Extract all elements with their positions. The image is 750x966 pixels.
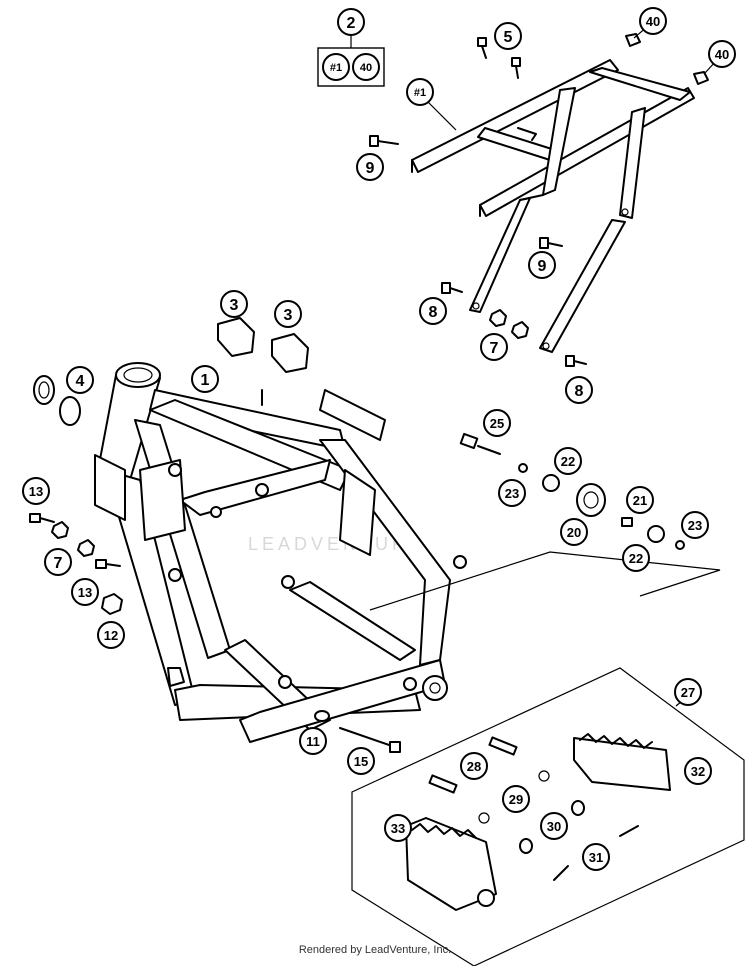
svg-text:21: 21 — [633, 493, 647, 508]
svg-text:13: 13 — [29, 484, 43, 499]
svg-text:33: 33 — [391, 821, 405, 836]
svg-text:7: 7 — [490, 340, 499, 357]
svg-text:15: 15 — [354, 754, 368, 769]
svg-text:13: 13 — [78, 585, 92, 600]
footpeg-kit — [351, 667, 745, 966]
svg-text:8: 8 — [429, 304, 438, 321]
callout-20: 20 — [560, 518, 588, 546]
callout-23b: 23 — [681, 511, 709, 539]
svg-text:4: 4 — [76, 373, 85, 390]
callout-27: 27 — [674, 678, 702, 706]
subframe — [411, 59, 695, 353]
svg-text:1: 1 — [201, 372, 210, 389]
callout-40a: 40 — [639, 7, 667, 35]
svg-text:29: 29 — [509, 792, 523, 807]
svg-text:3: 3 — [284, 307, 293, 324]
callout-8b: 8 — [565, 376, 593, 404]
callout-21: 21 — [626, 486, 654, 514]
svg-text:32: 32 — [691, 764, 705, 779]
shock-mount-group — [369, 432, 721, 611]
subframe-bolts — [369, 33, 709, 367]
callout-7a: 7 — [480, 333, 508, 361]
subframe-tag: #1 — [406, 78, 457, 131]
callout-30: 30 — [540, 812, 568, 840]
callout-9b: 9 — [528, 251, 556, 279]
svg-text:9: 9 — [366, 160, 375, 177]
svg-text:23: 23 — [688, 518, 702, 533]
kit-box: #1 40 — [317, 34, 385, 87]
callout-13b: 13 — [71, 578, 99, 606]
callout-22b: 22 — [622, 544, 650, 572]
svg-text:3: 3 — [230, 297, 239, 314]
svg-text:22: 22 — [561, 454, 575, 469]
svg-text:25: 25 — [490, 416, 504, 431]
callout-33: 33 — [384, 814, 412, 842]
callout-40b: 40 — [708, 40, 736, 68]
callout-11: 11 — [299, 727, 327, 755]
watermark-text: LEADVENTURE — [248, 534, 425, 554]
svg-text:7: 7 — [54, 555, 63, 572]
callout-markers: 2 5 40 40 9 9 8 8 7 3 3 1 4 13 7 13 12 1… — [22, 7, 736, 871]
callout-9a: 9 — [356, 153, 384, 181]
callout-29: 29 — [502, 785, 530, 813]
callout-31: 31 — [582, 843, 610, 871]
callout-2: 2 — [337, 8, 365, 36]
svg-text:27: 27 — [681, 685, 695, 700]
callout-13a: 13 — [22, 477, 50, 505]
head-bearings — [33, 375, 81, 426]
callout-4: 4 — [66, 366, 94, 394]
callout-22a: 22 — [554, 447, 582, 475]
callout-1: 1 — [191, 365, 219, 393]
callout-28: 28 — [460, 752, 488, 780]
callout-3a: 3 — [220, 290, 248, 318]
svg-text:20: 20 — [567, 525, 581, 540]
callout-12: 12 — [97, 621, 125, 649]
svg-text:40: 40 — [646, 14, 660, 29]
svg-text:22: 22 — [629, 551, 643, 566]
callout-25: 25 — [483, 409, 511, 437]
svg-text:30: 30 — [547, 819, 561, 834]
footer-credit: Rendered by LeadVenture, Inc. — [298, 944, 452, 956]
svg-text:11: 11 — [306, 734, 320, 749]
svg-text:5: 5 — [504, 29, 513, 46]
svg-text:23: 23 — [505, 486, 519, 501]
main-frame — [94, 362, 467, 743]
bottom-bolt — [314, 710, 401, 753]
callout-23a: 23 — [498, 479, 526, 507]
callout-3b: 3 — [274, 300, 302, 328]
frame-guards — [217, 317, 309, 373]
kit-box-right-label: 40 — [360, 62, 372, 74]
svg-text:8: 8 — [575, 383, 584, 400]
svg-text:9: 9 — [538, 258, 547, 275]
callout-8a: 8 — [419, 297, 447, 325]
svg-text:2: 2 — [347, 15, 356, 32]
svg-text:40: 40 — [715, 47, 729, 62]
callout-15: 15 — [347, 747, 375, 775]
leader-lines — [633, 25, 718, 707]
svg-text:12: 12 — [104, 628, 118, 643]
left-fasteners — [29, 513, 123, 615]
svg-text:28: 28 — [467, 759, 481, 774]
svg-text:31: 31 — [589, 850, 603, 865]
subframe-tag-label: #1 — [414, 87, 426, 99]
callout-7b: 7 — [44, 548, 72, 576]
callout-32: 32 — [684, 757, 712, 785]
callout-5: 5 — [494, 22, 522, 50]
kit-box-left-label: #1 — [330, 62, 342, 74]
